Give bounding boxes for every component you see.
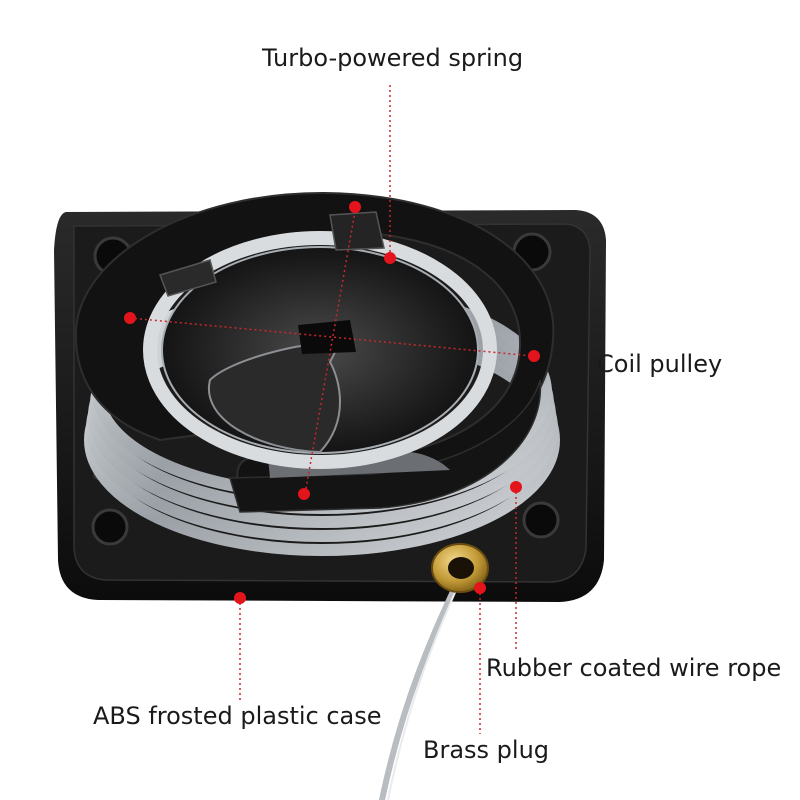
markers [124,201,540,604]
label-abs-case: ABS frosted plastic case [93,702,382,730]
marker-case [234,592,246,604]
marker-pulley-top [349,201,361,213]
marker-spring [384,252,396,264]
marker-pulley-bottom [298,488,310,500]
marker-rope [510,481,522,493]
label-brass-plug: Brass plug [423,736,550,764]
screw-hole-bottom-left [91,508,129,546]
marker-plug [474,582,486,594]
marker-pulley-right [528,350,540,362]
leader-lines [129,85,534,734]
brass-plug [431,543,489,593]
screw-hole-bottom-right [522,501,560,539]
leader-pulley-diagonal-1 [304,205,357,495]
spiral-spring [143,211,497,469]
label-turbo-powered-spring: Turbo-powered spring [262,44,524,72]
marker-pulley-left [124,312,136,324]
label-coil-pulley: Coil pulley [597,350,723,378]
wire-rope-exit [379,569,465,800]
label-wire-rope: Rubber coated wire rope [486,654,782,682]
